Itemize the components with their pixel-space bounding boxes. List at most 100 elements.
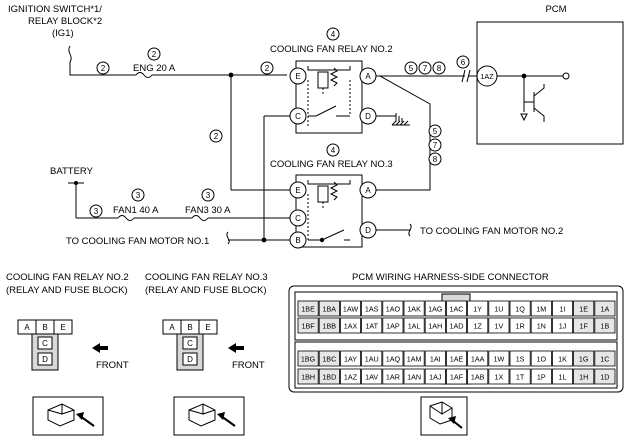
- pcm-pin-label: 1BF: [302, 322, 316, 331]
- pcm-pin-label: 1I: [560, 305, 566, 314]
- pcm-pin-cell: [594, 300, 616, 317]
- pcm-pin-label: 1AP: [386, 322, 400, 331]
- pcm-pin-cell: [339, 368, 361, 385]
- svg-text:7: 7: [423, 64, 428, 73]
- svg-text:2: 2: [101, 64, 106, 73]
- relay3-terminal-C: C: [289, 209, 307, 227]
- pcm-pin-cell: [297, 317, 319, 334]
- eng-fuse-icon: [135, 72, 153, 78]
- pcm-pin-cell: [594, 368, 616, 385]
- pcm-pin-label: 1Q: [515, 305, 525, 314]
- pcm-pin-cell: [403, 317, 425, 334]
- pcm-pin-cell: [318, 350, 340, 367]
- callout-8a: 8: [432, 61, 446, 75]
- svg-text:A: A: [24, 323, 30, 332]
- relay3-terminal-A: A: [359, 181, 377, 199]
- pcm-pin-cell: [573, 317, 595, 334]
- pcm-pin-label: 1AN: [407, 373, 421, 382]
- pcm-pin-cell: [530, 317, 552, 334]
- svg-text:6: 6: [461, 58, 466, 67]
- pcm-pin-cell: [530, 350, 552, 367]
- pcm-pin-label: 1BA: [323, 305, 337, 314]
- pcm-pin-label: 1AX: [344, 322, 358, 331]
- pcm-pin-cell: [467, 300, 489, 317]
- relay2-title: COOLING FAN RELAY NO.2: [270, 44, 393, 55]
- pcm-pin-label: 1AQ: [386, 355, 401, 364]
- pcm-pin-cell: [552, 317, 574, 334]
- pcm-pin-cell: [530, 300, 552, 317]
- pcm-pin-cell: [297, 300, 319, 317]
- svg-text:E: E: [295, 72, 300, 81]
- pcm-pin-label: 1AL: [408, 322, 421, 331]
- battery-label: BATTERY: [50, 166, 94, 177]
- pcm-pin-label: 1AE: [450, 355, 464, 364]
- fan1-fuse-icon: [117, 215, 135, 221]
- svg-text:3: 3: [136, 191, 141, 200]
- svg-text:5: 5: [433, 127, 438, 136]
- pcm-pin-cell: [403, 300, 425, 317]
- pcm-pin-cell: [488, 350, 510, 367]
- pcm-pin-label: 1V: [495, 322, 504, 331]
- pcm-pin-label: 1Y: [473, 305, 482, 314]
- svg-text:2: 2: [152, 50, 157, 59]
- pcm-pin-label: 1AI: [430, 355, 441, 364]
- callout-5b: 5: [428, 124, 442, 138]
- connector-pictogram-1: [32, 396, 104, 436]
- pcm-pin-label: 1AU: [365, 355, 379, 364]
- pcm-pin-cell: [573, 368, 595, 385]
- svg-text:B: B: [295, 236, 300, 245]
- pcm-pin-cell: [297, 368, 319, 385]
- svg-text:D: D: [365, 226, 371, 235]
- pcm-pin-cell: [318, 317, 340, 334]
- svg-text:E: E: [295, 186, 300, 195]
- pcm-pin-label: 1K: [558, 355, 567, 364]
- pcm-pin-label: 1AB: [471, 373, 485, 382]
- svg-text:5: 5: [409, 64, 414, 73]
- front-label-1: FRONT: [96, 360, 129, 371]
- pcm-pin-label: 1L: [559, 373, 567, 382]
- svg-text:D: D: [187, 355, 193, 364]
- pcm-pin-cell: [509, 350, 531, 367]
- ignition-label-3: (IG1): [52, 28, 74, 39]
- connector-pictogram-2: [173, 396, 245, 436]
- pcm-pin-cell: [318, 300, 340, 317]
- pcm-pin-cell: [361, 300, 383, 317]
- pcm-pin-cell: [361, 368, 383, 385]
- pcm-pin-label: 1BD: [322, 373, 336, 382]
- pcm-pin-label: 1P: [537, 373, 546, 382]
- svg-text:A: A: [365, 186, 371, 195]
- relay2-terminal-C: C: [289, 107, 307, 125]
- relay3-terminal-B: B: [289, 231, 307, 249]
- pcm-pin-cell: [403, 350, 425, 367]
- pcm-pin-cell: [382, 350, 404, 367]
- pcm-pin-cell: [318, 368, 340, 385]
- pcm-pin-cell: [339, 350, 361, 367]
- pcm-pin-cell: [382, 317, 404, 334]
- pcm-pin-label: 1AJ: [429, 373, 442, 382]
- callout-2a: 2: [96, 61, 110, 75]
- pcm-pin-cell: [467, 350, 489, 367]
- fan1-fuse-label: FAN1 40 A: [113, 205, 159, 216]
- pcm-pin-cell: [594, 350, 616, 367]
- pcm-pin-label: 1E: [579, 305, 588, 314]
- fan3-fuse-icon: [191, 215, 209, 221]
- pcm-pin-cell: [424, 350, 446, 367]
- pcm-pin-cell: [445, 300, 467, 317]
- svg-text:2: 2: [214, 132, 219, 141]
- svg-text:3: 3: [94, 207, 99, 216]
- pcm-pin-label: 1R: [515, 322, 524, 331]
- pcm-pin-cell: [424, 317, 446, 334]
- relay2-terminal-D: D: [359, 107, 377, 125]
- svg-text:C: C: [187, 339, 193, 348]
- svg-text:A: A: [365, 72, 371, 81]
- pcm-pin-label: 1X: [495, 373, 504, 382]
- relay3-conn-title1: COOLING FAN RELAY NO.3: [145, 272, 268, 283]
- callout-3c: 3: [201, 188, 215, 202]
- pcm-terminal-1AZ: 1AZ: [476, 65, 498, 87]
- pcm-pin-label: 1AT: [365, 322, 378, 331]
- pcm-pin-cell: [403, 368, 425, 385]
- pcm-pin-label: 1AF: [450, 373, 464, 382]
- pcm-pin-cell: [467, 368, 489, 385]
